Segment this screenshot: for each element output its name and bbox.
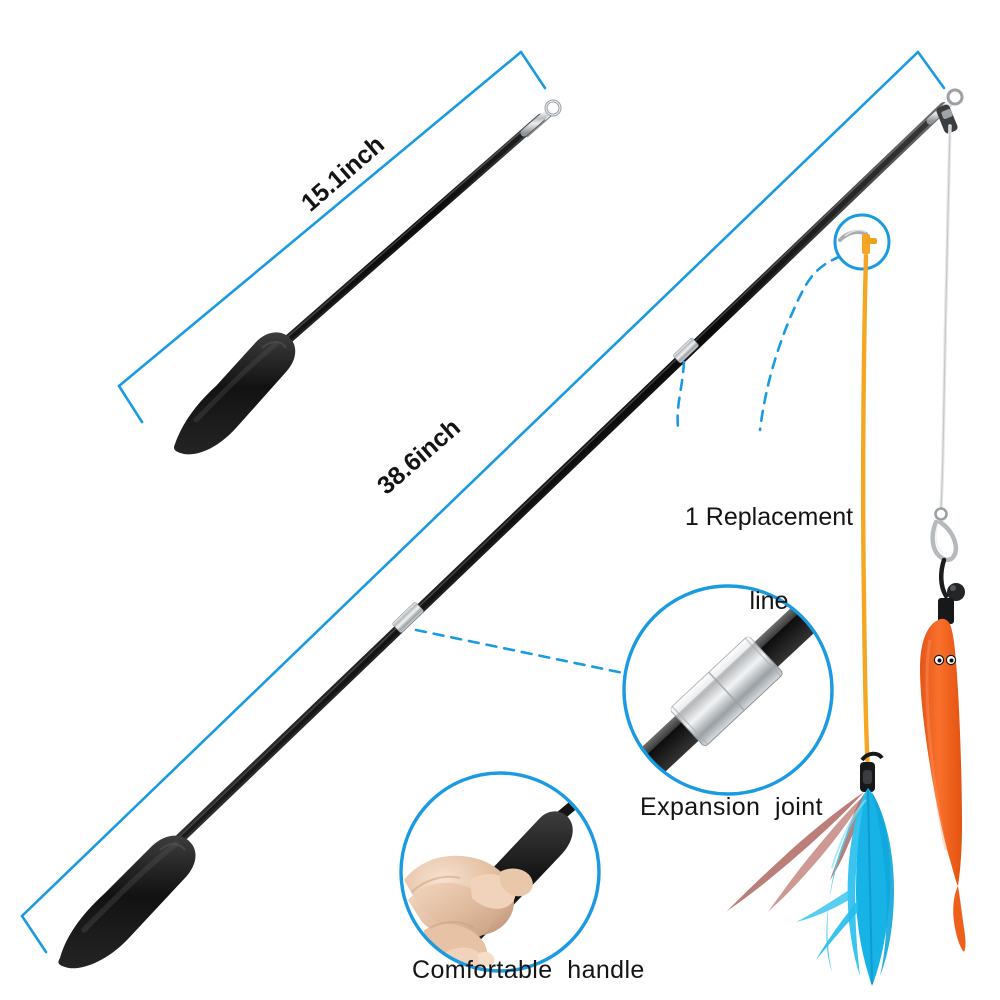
feather-clip — [860, 751, 884, 792]
white-line-worm-attachment — [920, 124, 966, 952]
line-attachment-clip-detail — [833, 213, 891, 271]
expansion-joint-detail-circle — [622, 584, 834, 796]
callout-replacement-line-row2: line — [749, 587, 789, 615]
orange-worm-toy — [920, 618, 966, 952]
dimension-line-15 — [117, 50, 547, 424]
orange-line-feather-attachment — [726, 253, 894, 986]
extended-wand-rod — [113, 102, 949, 903]
expansion-joint-leader — [414, 628, 630, 676]
callout-replacement-line: 1 Replacement line — [683, 447, 855, 671]
callout-replacement-line-row1: 1 Replacement — [684, 503, 854, 531]
rod-upper-joint — [673, 338, 699, 363]
caption-comfortable-handle: Comfortable handle — [412, 956, 645, 984]
extended-wand — [58, 88, 964, 969]
collapsed-wand-handle — [174, 332, 296, 455]
caption-expansion-joint: Expansion joint — [640, 793, 823, 821]
replacement-line-leaders — [676, 254, 843, 432]
collapsed-wand-tip — [520, 99, 562, 138]
worm-swivel-clip — [930, 507, 965, 624]
collapsed-wand — [174, 99, 562, 455]
comfortable-handle-detail-circle — [399, 771, 601, 973]
extended-wand-handle — [58, 835, 196, 969]
dimension-line-38 — [20, 50, 946, 954]
extended-wand-tip — [926, 88, 964, 134]
blue-feathers — [796, 788, 894, 986]
rod-expansion-joint — [392, 602, 424, 633]
